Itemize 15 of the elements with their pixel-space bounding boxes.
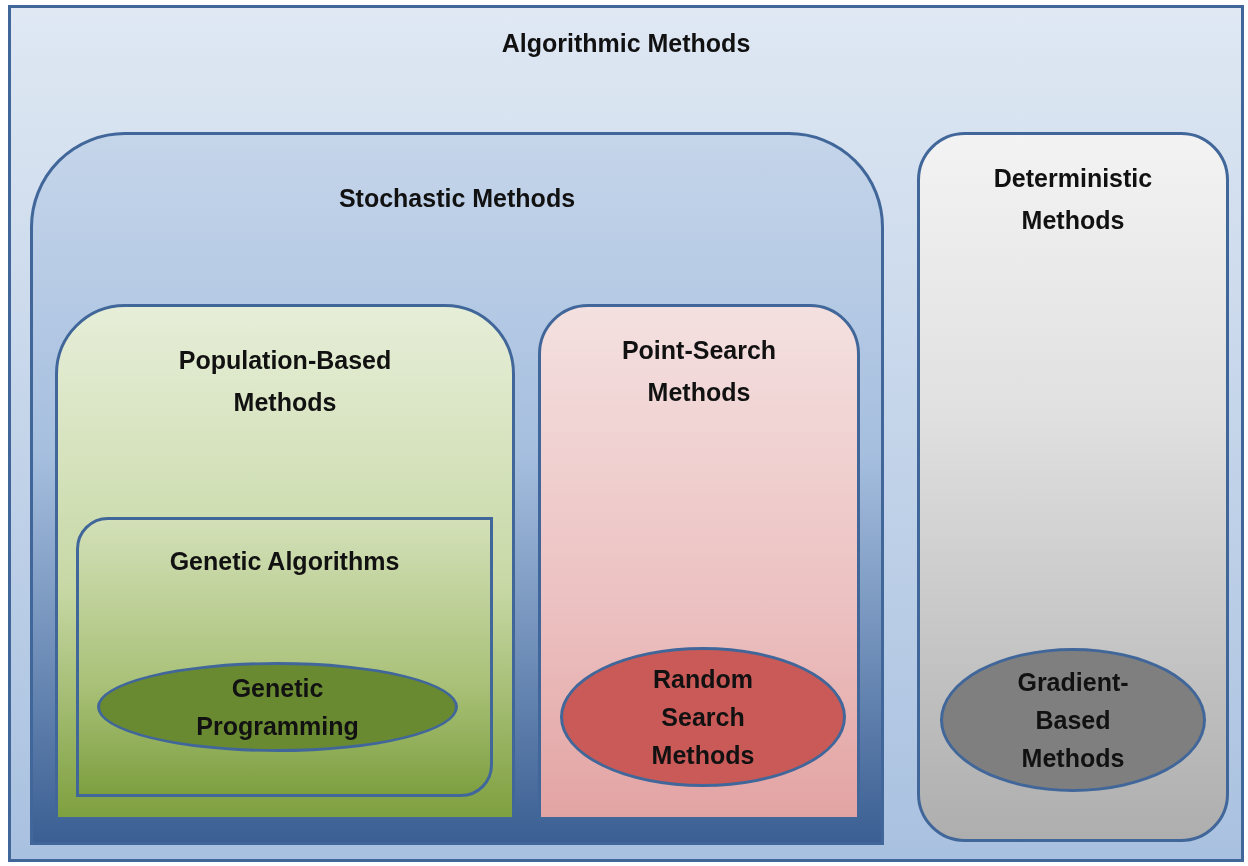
group-heading: Stochastic Methods — [337, 183, 577, 214]
outer-panel — [8, 5, 1244, 862]
group-panel — [30, 132, 884, 845]
group-panel — [917, 132, 1229, 842]
group-panel — [55, 304, 515, 820]
node-label: Gradient-Based Methods — [1016, 667, 1130, 774]
group-panel — [76, 517, 493, 797]
group-heading: Deterministic Methods — [992, 163, 1154, 236]
group-panel — [538, 304, 860, 820]
group-heading: Point-Search Methods — [620, 335, 778, 408]
node-label: Random Search Methods — [650, 664, 756, 771]
group-heading: Population-Based Methods — [177, 345, 393, 418]
node-label: Genetic Programming — [195, 673, 360, 742]
group-heading: Algorithmic Methods — [500, 28, 752, 59]
group-heading: Genetic Algorithms — [168, 546, 401, 577]
